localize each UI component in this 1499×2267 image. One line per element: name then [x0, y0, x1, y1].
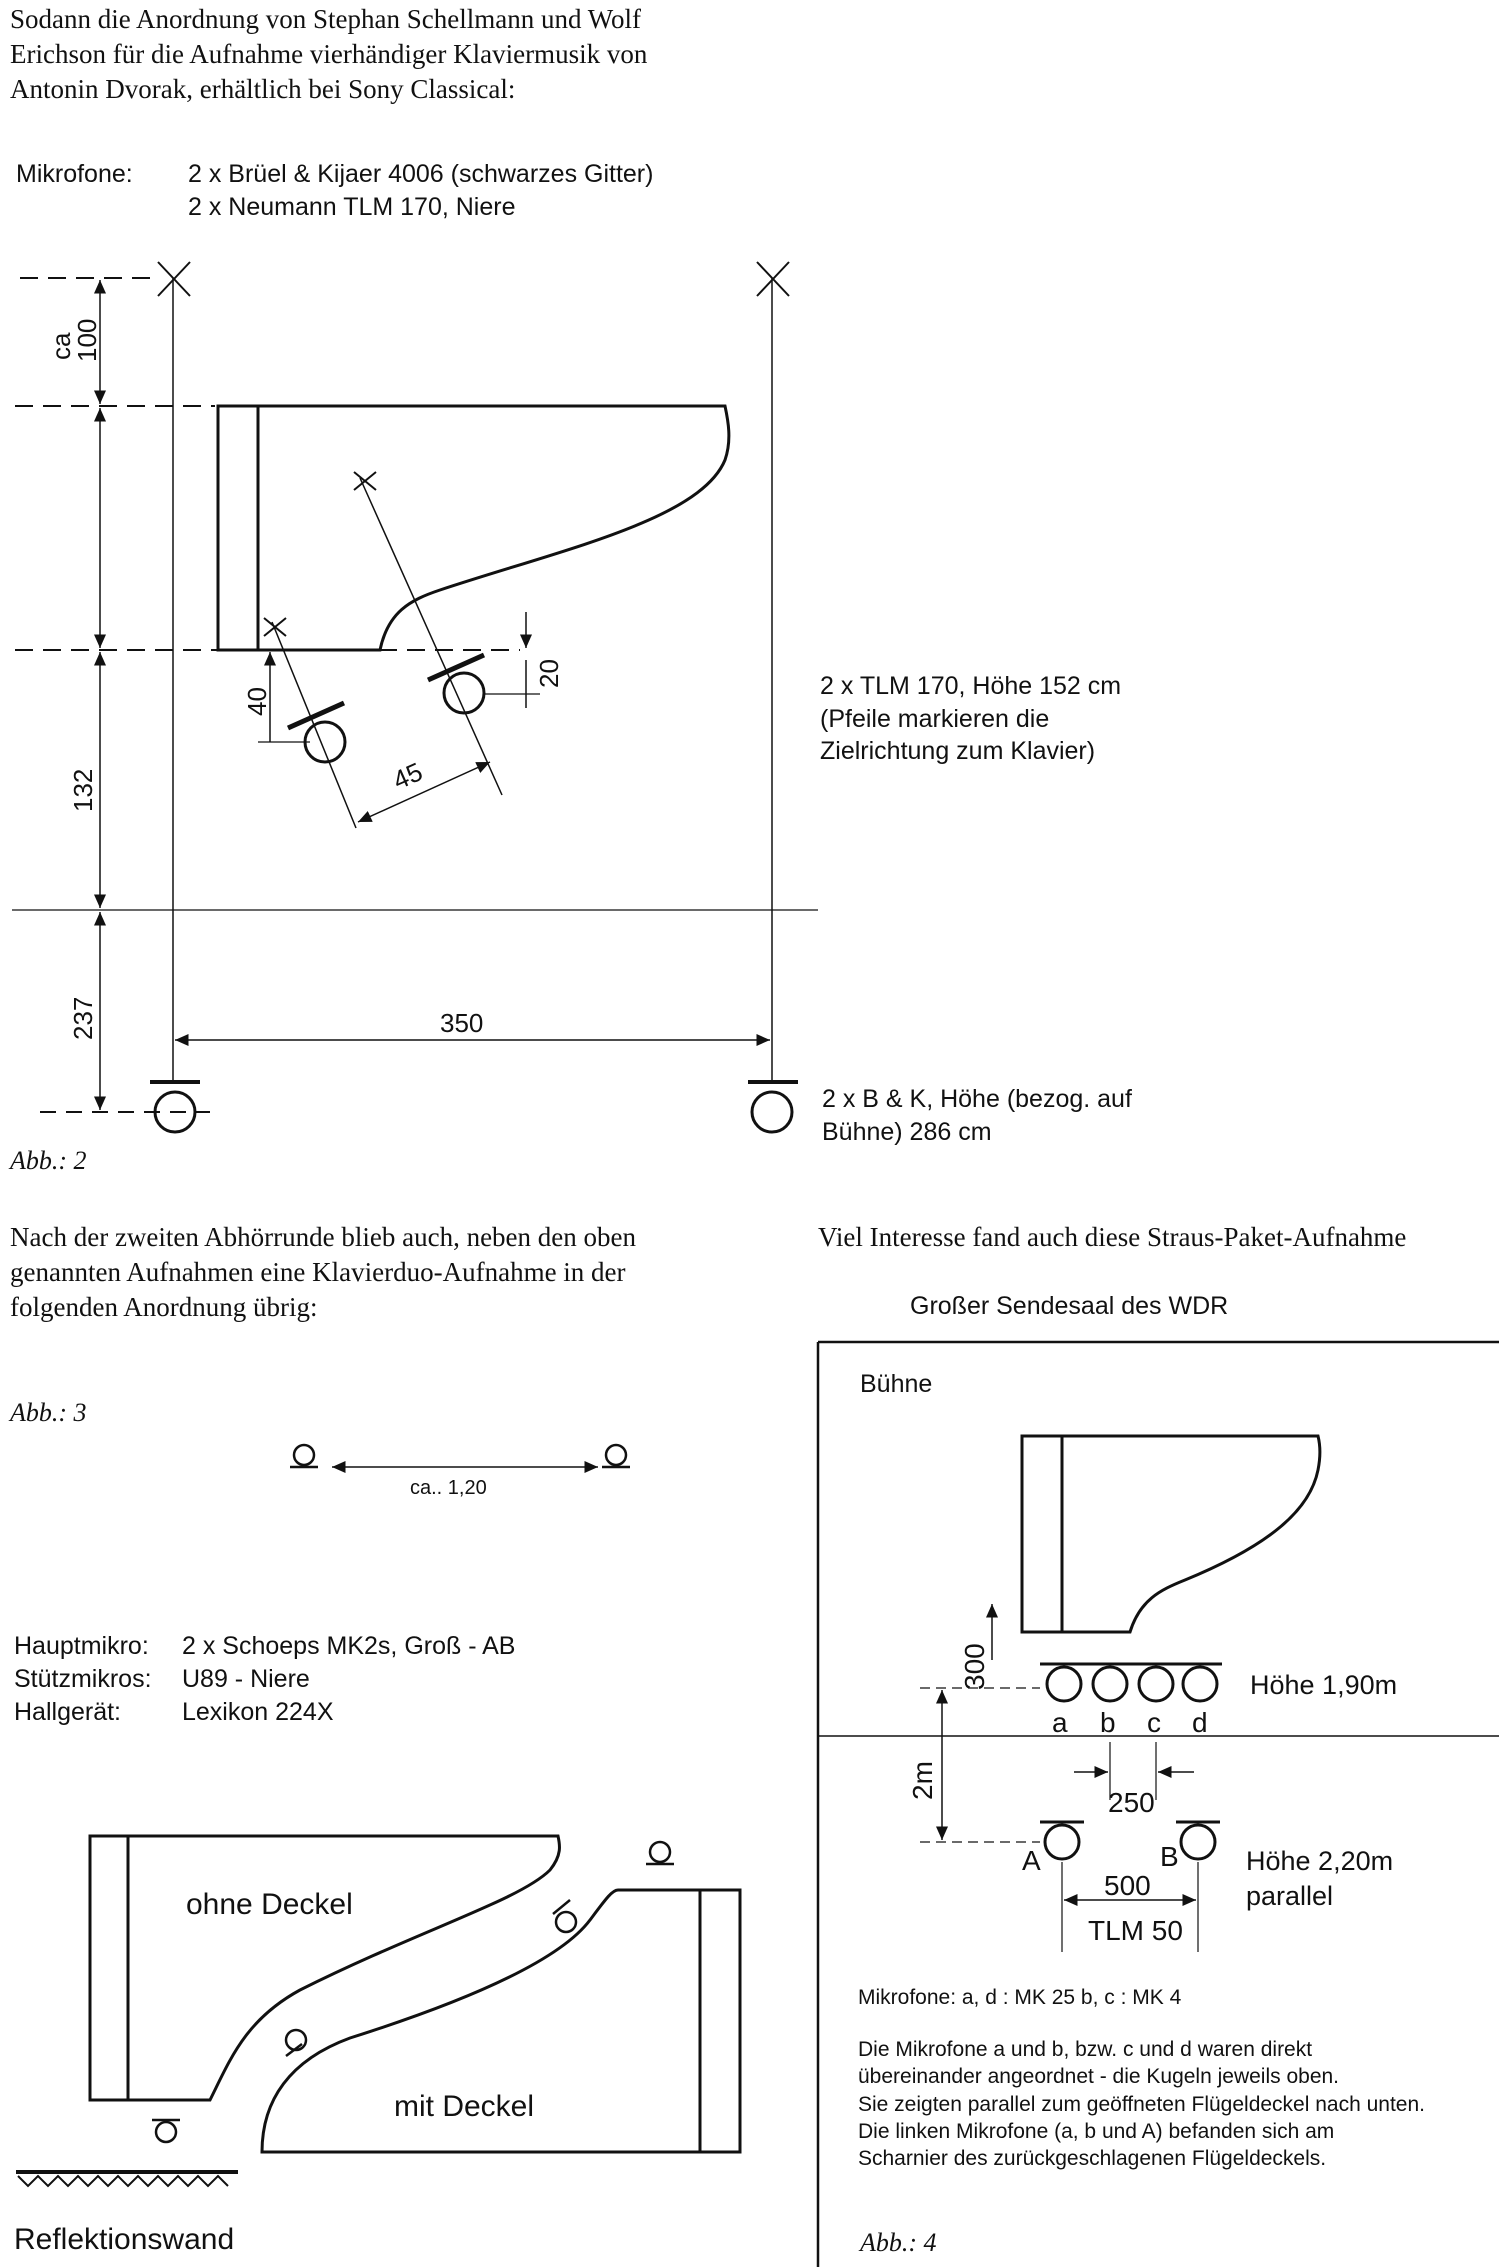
fig3-mic-center-base: [285, 2043, 303, 2057]
bk-mic-left: [153, 1090, 197, 1134]
fig3-mic-right: [604, 1443, 628, 1467]
mic-b-label: b: [1100, 1707, 1116, 1738]
x-mark-right-top: [756, 261, 790, 297]
dim-350-label: 350: [440, 1008, 483, 1038]
fig2-tlm-note: 2 x TLM 170, Höhe 152 cm (Pfeile markier…: [820, 672, 1122, 765]
fig3-value-haupt: 2 x Schoeps MK2s, Groß - AB: [182, 1632, 516, 1660]
fig3-piano1-label: ohne Deckel: [186, 1888, 353, 1921]
fig2-mic-label: Mikrofone:: [16, 160, 133, 188]
fig3-piano2-label: mit Deckel: [394, 2090, 534, 2123]
piano-outline: [216, 404, 731, 652]
fig2-bk-note: 2 x B & K, Höhe (bezog. auf Bühne) 286 c…: [822, 1085, 1132, 1146]
mic2-circle: [442, 671, 486, 715]
dim-2m-label: 2m: [907, 1761, 938, 1800]
fig3-mic-bottom-left: [154, 2120, 178, 2144]
mic-B-circle: [1179, 1823, 1217, 1861]
fig3-mic-mid: [554, 1910, 578, 1934]
fig3-label-haupt: Hauptmikro:: [14, 1632, 149, 1660]
fig4-description: Die Mikrofone a und b, bzw. c und d ware…: [858, 2038, 1425, 2171]
intro-paragraph: Sodann die Anordnung von Stephan Schellm…: [10, 4, 648, 105]
x-mark-left-top: [157, 261, 191, 297]
mic1-circle: [303, 720, 347, 764]
dim-100-label: 100: [72, 319, 102, 362]
x-mark-mic2: [353, 471, 377, 491]
x-mark-mic1: [263, 617, 287, 637]
figure-2-diagram: [12, 261, 818, 1134]
fig2-caption: Abb.: 2: [10, 1146, 87, 1175]
dim-45-line: [357, 761, 491, 823]
figure-3-mics: [290, 1443, 630, 1473]
dim-ca-label: ca: [46, 332, 76, 360]
fig4-height-2: Höhe 2,20m parallel: [1246, 1846, 1394, 1912]
fig3-value-stuetz: U89 - Niere: [182, 1665, 310, 1693]
fig3-label-stuetz: Stützmikros:: [14, 1665, 152, 1693]
fig4-caption: Abb.: 4: [860, 2228, 937, 2257]
fig3-mic-left: [292, 1443, 316, 1467]
fig4-mics-line: Mikrofone: a, d : MK 25 b, c : MK 4: [858, 1986, 1182, 2009]
mic-c-circle: [1137, 1665, 1175, 1703]
figure-4-diagram: [816, 1340, 1499, 2267]
fig3-value-hall: Lexikon 224X: [182, 1698, 334, 1726]
fig3-distance-label: ca.. 1,20: [410, 1477, 487, 1499]
dim-500-label: 500: [1104, 1870, 1151, 1901]
fig4-hall-title: Großer Sendesaal des WDR: [910, 1292, 1229, 1320]
fig3-label-hall: Hallgerät:: [14, 1698, 121, 1726]
mic-c-label: c: [1147, 1707, 1161, 1738]
fig2-mic-list: 2 x Brüel & Kijaer 4006 (schwarzes Gitte…: [188, 160, 654, 221]
fig3-mic-mid-base: [552, 1899, 571, 1915]
piano-mit-deckel: [260, 1888, 742, 2154]
right-heading: Viel Interesse fand auch diese Straus-Pa…: [818, 1222, 1407, 1252]
fig4-piano: [1020, 1434, 1322, 1634]
dim-250-label: 250: [1108, 1787, 1155, 1818]
fig3-mic-top-right: [648, 1840, 672, 1864]
bk-mic-right: [750, 1090, 794, 1134]
left-paragraph: Nach der zweiten Abhörrunde blieb auch, …: [10, 1222, 637, 1323]
dim-132-label: 132: [68, 769, 98, 812]
mic-b-circle: [1091, 1665, 1129, 1703]
mic2-axis: [359, 477, 503, 796]
figure-4-labels: 300 2m a b c d 250 A B 500 TLM 50: [907, 1643, 1208, 1946]
mic-d-label: d: [1192, 1707, 1208, 1738]
mic-a-label: a: [1052, 1707, 1068, 1738]
mic1-arrow: [286, 700, 346, 731]
fig3-wall-label: Reflektionswand: [14, 2223, 235, 2256]
fig4-height-1: Höhe 1,90m: [1250, 1670, 1398, 1700]
mic-d-circle: [1181, 1665, 1219, 1703]
figure-2-labels: ca 100 132 237 40 20 45 350: [46, 319, 564, 1040]
mic-A-circle: [1043, 1823, 1081, 1861]
mic-a-circle: [1045, 1665, 1083, 1703]
fig3-caption: Abb.: 3: [10, 1398, 87, 1427]
dim-237-label: 237: [68, 997, 98, 1040]
mic2-arrow: [426, 652, 486, 683]
dim-40-label: 40: [242, 687, 272, 716]
tlm-label: TLM 50: [1088, 1915, 1183, 1946]
figure-3-pianos: [16, 1834, 742, 2188]
mic-A-label: A: [1022, 1845, 1041, 1876]
dim-45-label: 45: [388, 756, 427, 795]
piano-ohne-deckel: [88, 1834, 562, 2102]
dim-300-label: 300: [959, 1643, 990, 1690]
mic-B-label: B: [1160, 1841, 1179, 1872]
dim-20-label: 20: [534, 659, 564, 688]
fig4-stage-label: Bühne: [860, 1370, 933, 1398]
reflection-wall-hatching: [17, 2174, 229, 2188]
